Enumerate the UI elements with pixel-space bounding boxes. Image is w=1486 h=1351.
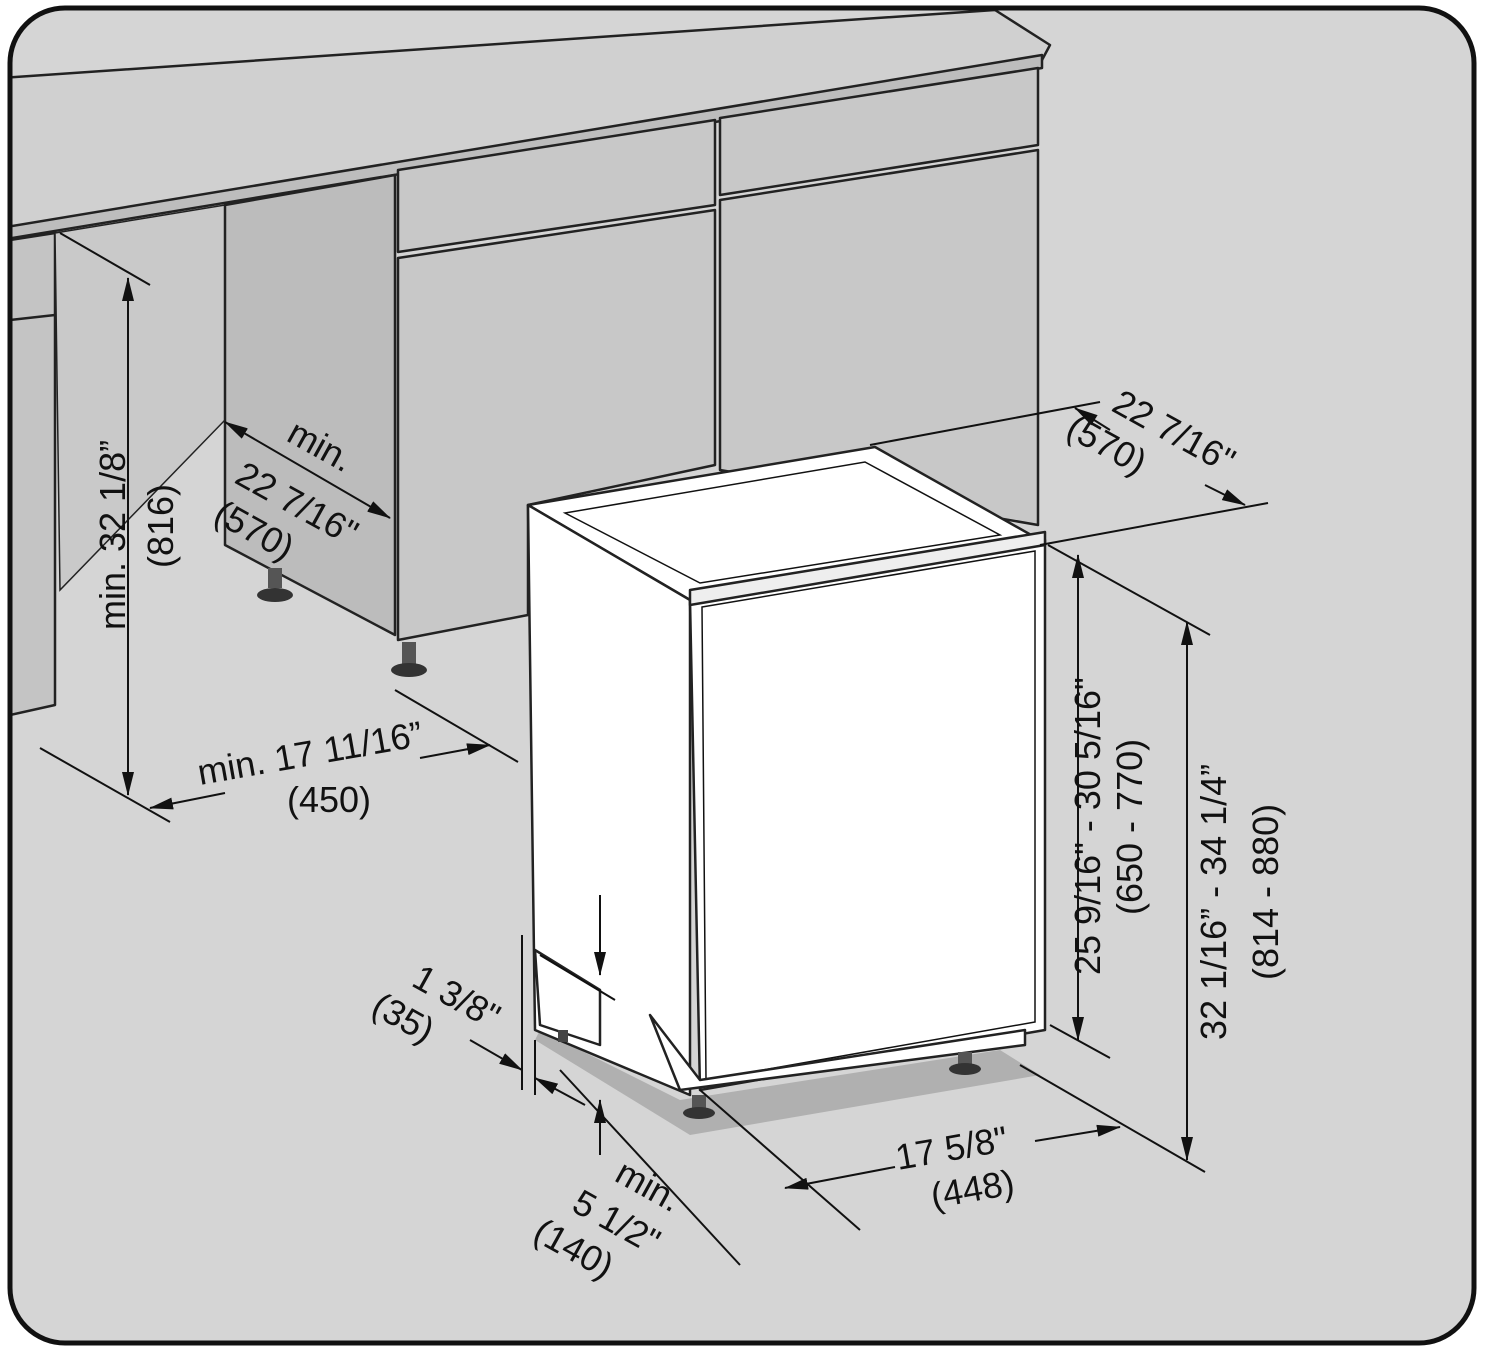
appliance-feet	[558, 1030, 981, 1119]
cabinet-drawer-2	[718, 66, 1040, 197]
appliance-door	[688, 538, 1047, 1092]
niche-depth-dimension-line	[224, 421, 391, 519]
appliance-plinth	[648, 1013, 1027, 1092]
plinth-offset-dimension-line	[469, 935, 586, 1106]
total-height-dimension-line	[1019, 621, 1206, 1173]
appliance-top-inset	[562, 461, 1003, 584]
door-height-dimension-line	[1047, 544, 1211, 1059]
diagram-frame	[7, 5, 1477, 1346]
door-height-metric: (650 - 770)	[1109, 739, 1150, 915]
niche-width-metric: (450)	[287, 779, 371, 820]
countertop-edge	[10, 53, 1044, 242]
niche-height-dimension-line	[39, 232, 171, 823]
cabinet-drawer-1	[396, 118, 717, 254]
total-height-metric: (814 - 880)	[1245, 804, 1286, 980]
cabinet-feet	[257, 568, 427, 677]
appliance-door-inner	[701, 550, 1036, 1081]
plinth-height-dimension-line	[539, 895, 741, 1266]
total-height-label: 32 1/16” - 34 1/4”	[1193, 764, 1234, 1040]
appliance-depth-dimension-line	[869, 401, 1269, 546]
door-height-label: 25 9/16" - 30 5/16"	[1067, 677, 1108, 975]
niche-height-label: min. 32 1/8”	[92, 440, 133, 630]
countertop	[10, 8, 1052, 242]
appliance-plinth-side	[533, 948, 602, 1047]
cabinet-door-2	[718, 148, 1040, 527]
left-cabinet	[10, 231, 57, 717]
niche-width-dimension-line	[149, 689, 519, 810]
appliance-shadow	[535, 1030, 1040, 1135]
left-cabinet-drawer-line	[10, 313, 56, 322]
appliance-side	[526, 503, 692, 1097]
appliance-width-dimension-line	[699, 1089, 1121, 1231]
niche-height-metric: (816)	[140, 484, 181, 568]
